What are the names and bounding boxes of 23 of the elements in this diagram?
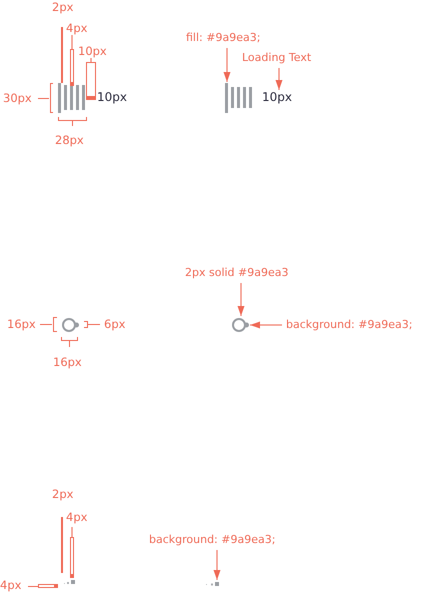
sample-text: 10px [97,90,127,104]
dimension-label: 30px [3,91,32,105]
dimension-label: 28px [55,133,84,147]
dimension-label: 6px [104,317,126,331]
dimension-label: 10px [78,44,107,58]
annotation-text: fill: #9a9ea3; [186,31,260,45]
dimension-label: 2px [52,487,74,501]
dimension-label: 16px [53,355,82,369]
leader-arrow [250,322,282,328]
leader-arrow [214,550,220,580]
dimension-label: 4px [66,510,88,524]
sample-text: 10px [262,90,292,104]
leader-arrow [276,68,282,90]
annotation-text: Loading Text [242,51,312,65]
annotation-text: background: #9a9ea3; [286,318,412,332]
leader-arrow [238,282,244,316]
annotation-text: 2px solid #9a9ea3 [185,266,289,280]
dimension-label: 4px [0,578,22,592]
leader-arrow [224,48,230,82]
dimension-label: 4px [66,21,88,35]
dimension-label: 2px [52,0,74,14]
annotation-text: background: #9a9ea3; [149,533,276,547]
dimension-label: 16px [7,317,36,331]
